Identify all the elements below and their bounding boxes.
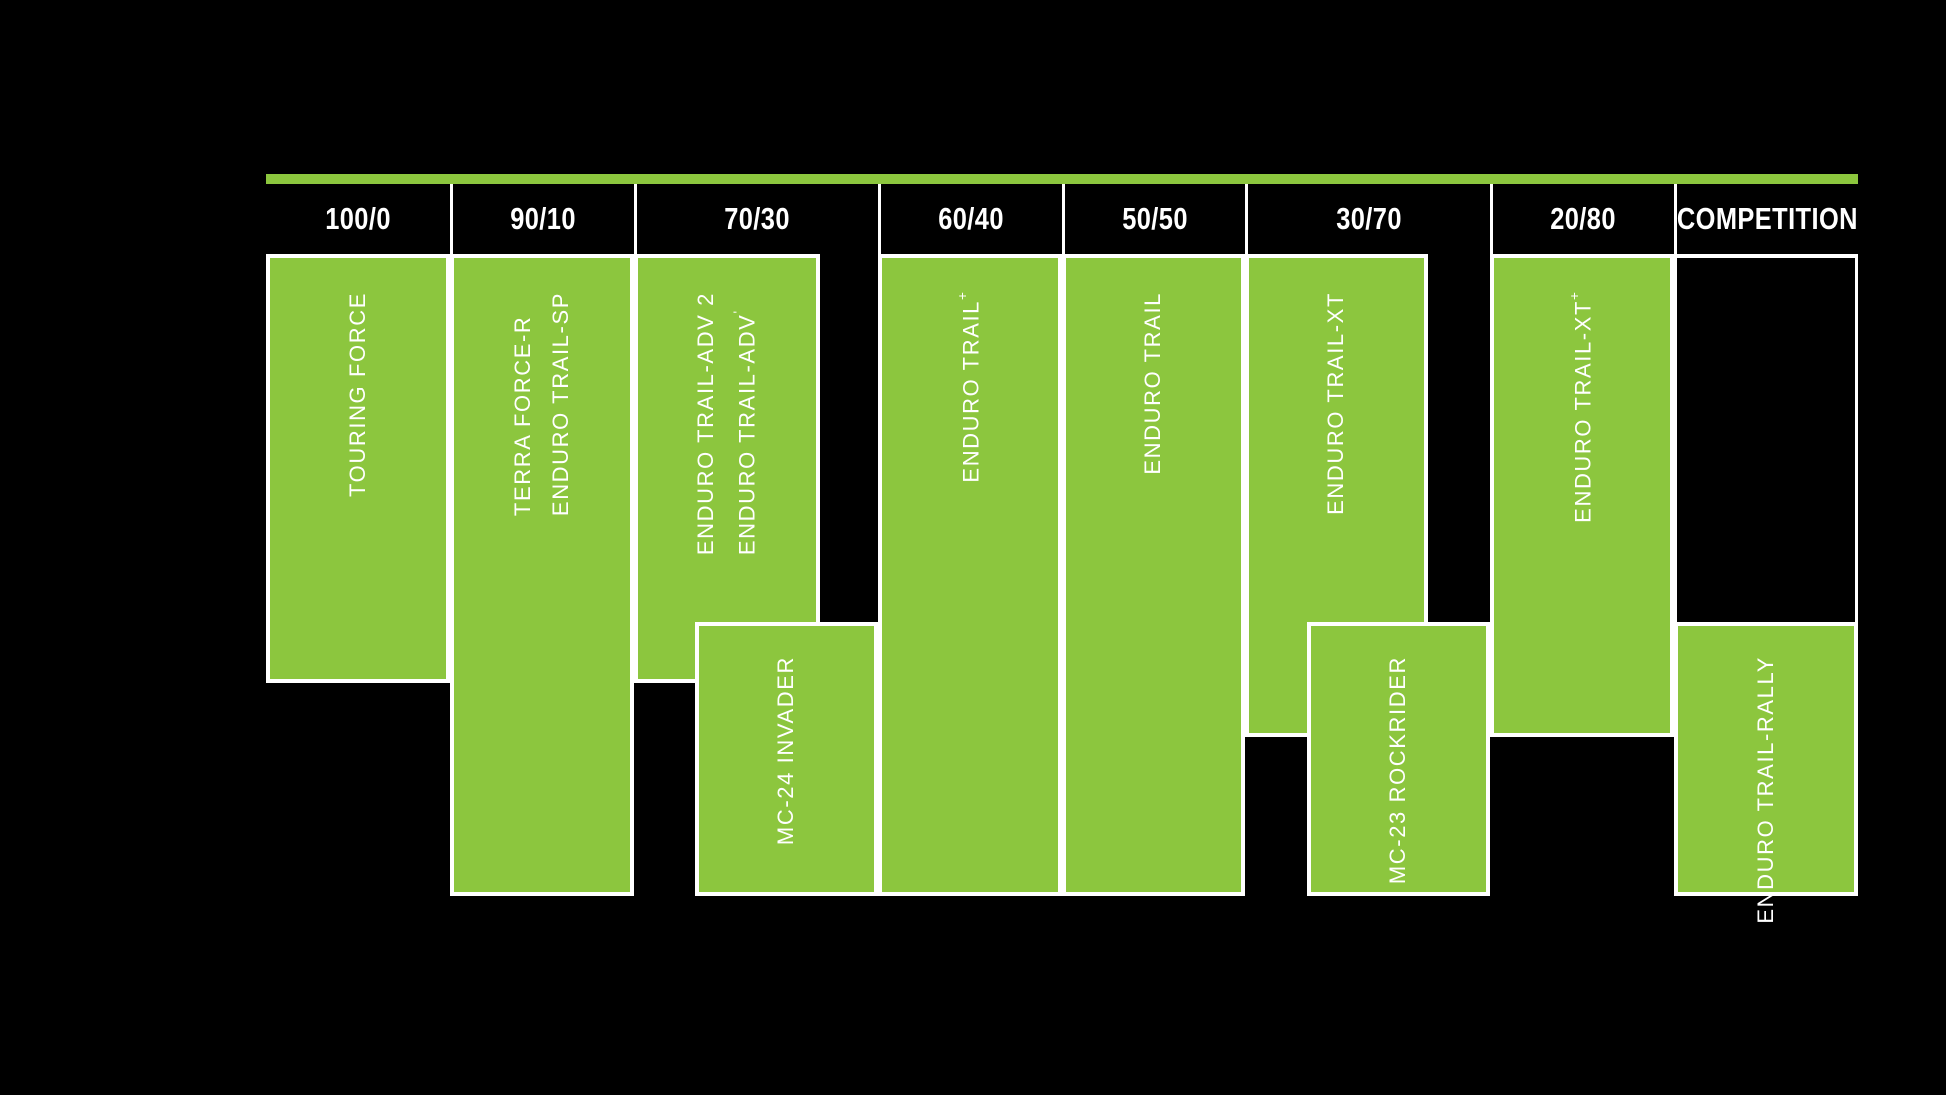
header-label: 70/30 (724, 201, 791, 236)
block-label: ENDURO TRAIL-ADV 2 (693, 292, 719, 556)
block-touring-force: TOURING FORCE (266, 254, 450, 683)
header-cell-60-40: 60/40 (878, 184, 1062, 254)
header-cell-50-50: 50/50 (1062, 184, 1245, 254)
superscript-plus: + (1567, 292, 1583, 300)
block-enduro-trail: ENDURO TRAIL (1062, 254, 1245, 896)
block-label: TERRA FORCE-R (509, 315, 535, 517)
block-label: ENDURO TRAIL+ (955, 292, 984, 483)
block-label: ENDURO TRAIL-ADV' (730, 310, 760, 556)
header-label: 100/0 (325, 201, 391, 236)
block-label: MC-24 INVADER (773, 656, 799, 846)
header-label: 90/10 (510, 201, 577, 236)
header-cell-90-10: 90/10 (450, 184, 634, 254)
block-label: ENDURO TRAIL-XT (1323, 292, 1349, 515)
ratio-header-row: 100/0 90/10 70/30 60/40 50/50 30/70 20/8… (266, 184, 1858, 254)
block-label: ENDURO TRAIL-SP (547, 292, 573, 517)
accent-bar (266, 174, 1858, 184)
block-label: ENDURO TRAIL-RALLY (1752, 656, 1778, 924)
block-enduro-trail-plus: ENDURO TRAIL+ (878, 254, 1062, 896)
header-cell-100-0: 100/0 (266, 184, 450, 254)
competition-empty-cell (1674, 254, 1858, 622)
header-label: 60/40 (938, 201, 1005, 236)
header-cell-competition: COMPETITION (1674, 184, 1858, 254)
block-label: TOURING FORCE (344, 292, 370, 497)
superscript-plus: + (955, 292, 971, 300)
header-cell-20-80: 20/80 (1490, 184, 1674, 254)
header-label: 30/70 (1336, 201, 1402, 236)
block-enduro-trail-xt-plus: ENDURO TRAIL-XT+ (1490, 254, 1674, 737)
block-label: ENDURO TRAIL (1140, 292, 1166, 475)
header-label: COMPETITION (1676, 201, 1859, 236)
block-enduro-trail-rally: ENDURO TRAIL-RALLY (1674, 622, 1858, 924)
footnote-mark: ' (730, 310, 746, 314)
block-terra-force-r-enduro-trail-sp: TERRA FORCE-R ENDURO TRAIL-SP (450, 254, 634, 896)
header-label: 20/80 (1550, 201, 1617, 236)
block-mc-24-invader: MC-24 INVADER (695, 622, 878, 896)
block-enduro-trail-adv: ENDURO TRAIL-ADV 2 ENDURO TRAIL-ADV' (634, 254, 820, 683)
header-cell-30-70: 30/70 (1245, 184, 1490, 254)
block-label: ENDURO TRAIL-XT+ (1567, 292, 1596, 523)
header-cell-70-30: 70/30 (634, 184, 878, 254)
block-mc-23-rockrider: MC-23 ROCKRIDER (1307, 622, 1490, 896)
block-label: MC-23 ROCKRIDER (1385, 656, 1411, 885)
header-label: 50/50 (1122, 201, 1188, 236)
